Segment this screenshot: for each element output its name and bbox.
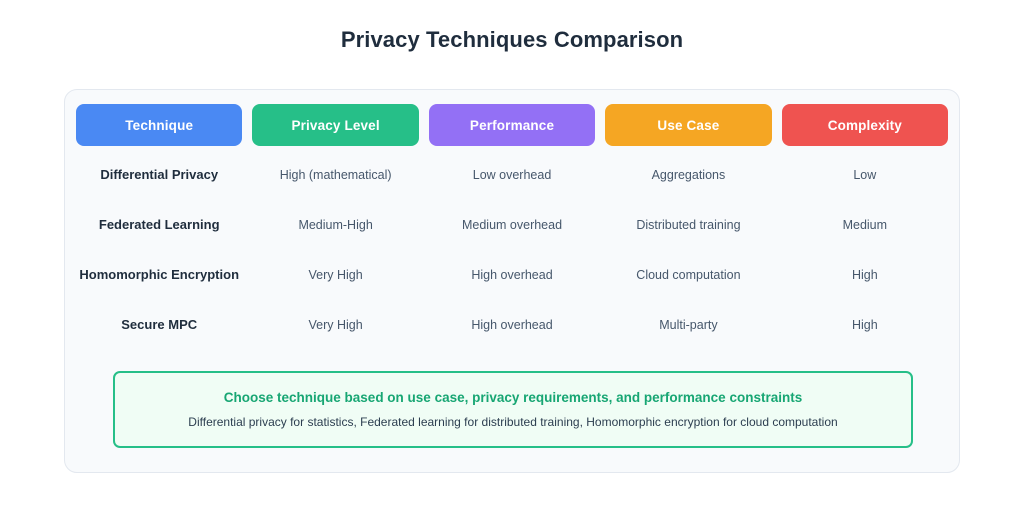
cell-complexity: High bbox=[851, 268, 878, 282]
column-header-label: Use Case bbox=[657, 117, 720, 133]
page-title: Privacy Techniques Comparison bbox=[340, 27, 684, 52]
table-row: Secure MPC Very High High overhead Multi… bbox=[76, 300, 948, 350]
column-header-label: Technique bbox=[125, 117, 194, 133]
comparison-card: Technique Privacy Level Performance Use … bbox=[64, 89, 960, 473]
cell-performance: Low overhead bbox=[472, 168, 552, 182]
table-body: Differential Privacy High (mathematical)… bbox=[76, 150, 948, 350]
column-header-complexity: Complexity bbox=[781, 104, 949, 146]
table-row: Homomorphic Encryption Very High High ov… bbox=[76, 250, 948, 300]
cell-use-case: Cloud computation bbox=[636, 268, 741, 282]
column-header-performance: Performance bbox=[428, 104, 596, 146]
cell-technique: Secure MPC bbox=[121, 317, 198, 332]
cell-privacy-level: Very High bbox=[308, 318, 363, 332]
cell-privacy-level: Medium-High bbox=[298, 218, 373, 232]
cell-privacy-level: High (mathematical) bbox=[279, 168, 392, 182]
callout-subtitle: Differential privacy for statistics, Fed… bbox=[188, 415, 838, 429]
cell-complexity: Low bbox=[853, 168, 877, 182]
cell-complexity: High bbox=[851, 318, 878, 332]
column-header-privacy-level: Privacy Level bbox=[252, 104, 419, 146]
cell-privacy-level: Very High bbox=[308, 268, 363, 282]
cell-use-case: Aggregations bbox=[651, 168, 726, 182]
cell-performance: High overhead bbox=[471, 318, 553, 332]
cell-performance: Medium overhead bbox=[461, 218, 563, 232]
cell-technique: Federated Learning bbox=[98, 217, 220, 232]
cell-technique: Homomorphic Encryption bbox=[79, 267, 240, 282]
column-header-label: Privacy Level bbox=[291, 117, 380, 133]
column-header-label: Performance bbox=[469, 117, 555, 133]
callout-title: Choose technique based on use case, priv… bbox=[223, 390, 803, 405]
recommendation-callout: Choose technique based on use case, priv… bbox=[113, 371, 913, 448]
table-row: Federated Learning Medium-High Medium ov… bbox=[76, 200, 948, 250]
cell-technique: Differential Privacy bbox=[100, 167, 219, 182]
cell-use-case: Distributed training bbox=[636, 218, 741, 232]
table-row: Differential Privacy High (mathematical)… bbox=[76, 150, 948, 200]
column-header-technique: Technique bbox=[76, 104, 243, 146]
cell-use-case: Multi-party bbox=[659, 318, 718, 332]
column-header-use-case: Use Case bbox=[605, 104, 772, 146]
table-header-row: Technique Privacy Level Performance Use … bbox=[76, 104, 949, 146]
cell-complexity: Medium bbox=[842, 218, 888, 232]
cell-performance: High overhead bbox=[471, 268, 553, 282]
column-header-label: Complexity bbox=[827, 117, 902, 133]
